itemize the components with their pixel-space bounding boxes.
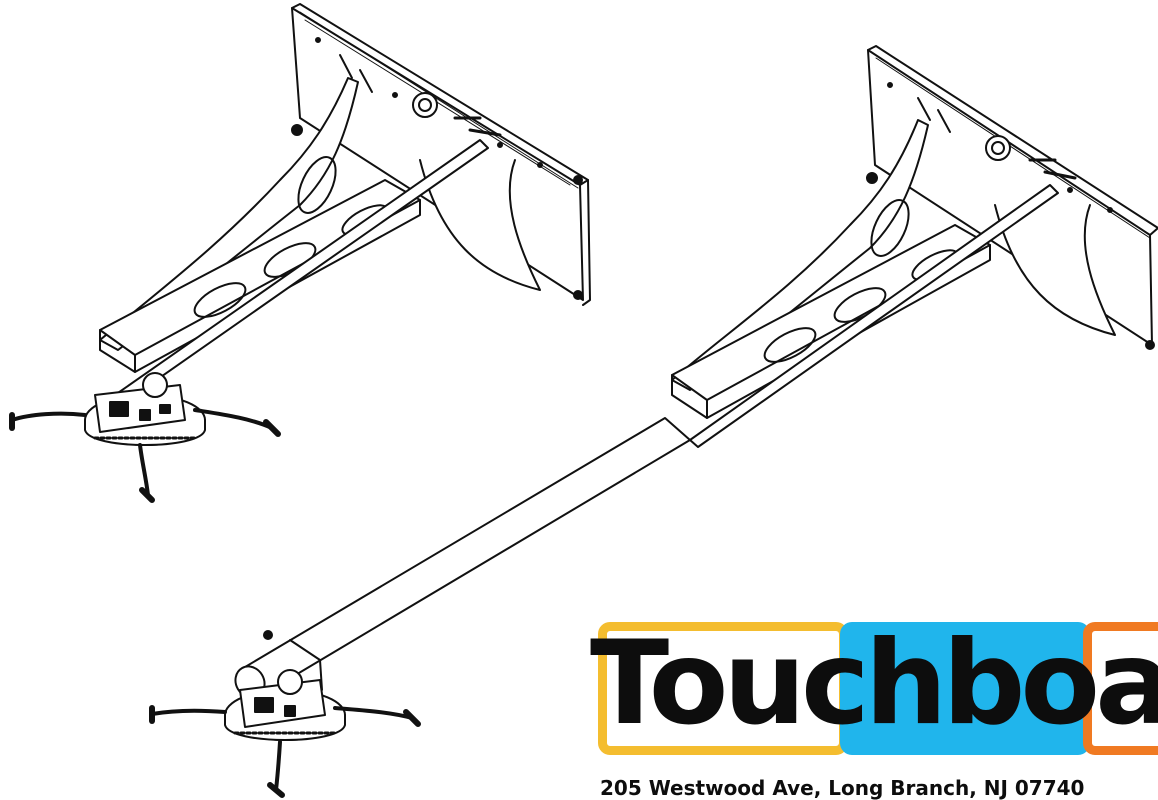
projector-head-right xyxy=(149,669,421,798)
short-mount-drawing xyxy=(9,3,591,503)
logo-tile-blue xyxy=(840,622,1090,755)
logo-tile-orange xyxy=(1083,622,1158,755)
projector-head-left xyxy=(9,372,281,503)
arm-left xyxy=(99,139,489,403)
logo-wordmark: Touchboar xyxy=(590,616,1158,751)
arm-right xyxy=(671,184,1059,448)
touchboards-logo: Touchboar 205 Westwood Ave, Long Branch,… xyxy=(578,612,1158,800)
long-mount-drawing xyxy=(149,45,1158,798)
company-address: 205 Westwood Ave, Long Branch, NJ 07740 xyxy=(600,776,1085,800)
